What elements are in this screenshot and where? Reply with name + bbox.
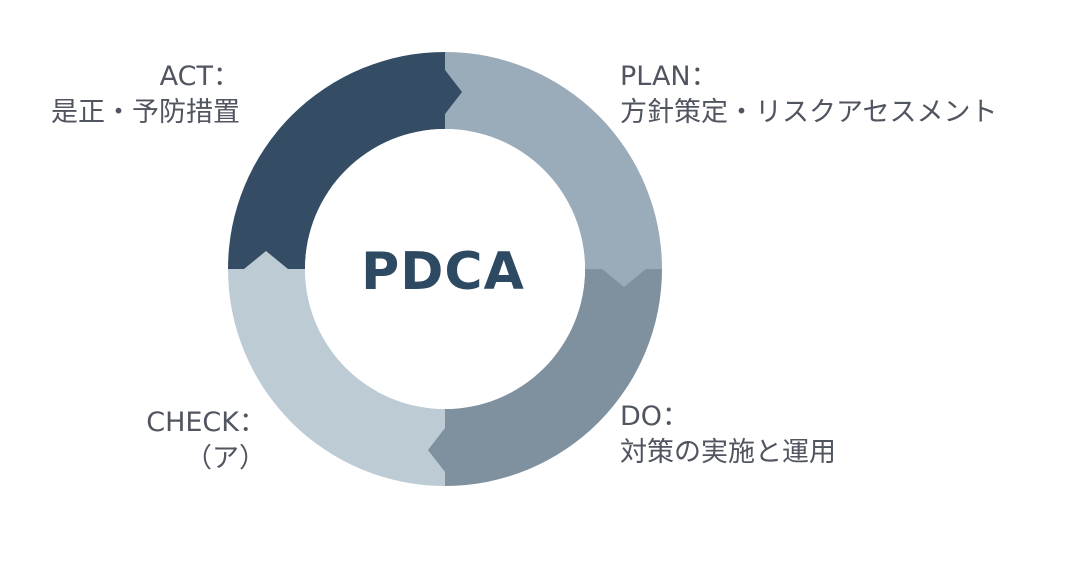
act-description: 是正・予防措置 bbox=[51, 97, 240, 128]
plan-description: 方針策定・リスクアセスメント bbox=[620, 97, 998, 128]
plan-label: PLAN： 方針策定・リスクアセスメント bbox=[620, 59, 997, 131]
plan-title: PLAN： bbox=[620, 61, 718, 92]
do-title: DO： bbox=[620, 401, 690, 432]
arrow-do-to-check bbox=[428, 428, 445, 472]
center-label: PDCA bbox=[361, 242, 525, 302]
ring-segment-do bbox=[445, 269, 662, 486]
check-title: CHECK： bbox=[146, 407, 266, 438]
arrow-check-to-act bbox=[244, 251, 288, 269]
check-description: （ア） bbox=[185, 443, 266, 474]
do-label: DO： 対策の実施と運用 bbox=[620, 399, 836, 471]
act-label: ACT： 是正・予防措置 bbox=[51, 59, 240, 131]
do-description: 対策の実施と運用 bbox=[620, 437, 836, 468]
check-label: CHECK： （ア） bbox=[146, 405, 266, 477]
ring-segment-plan bbox=[445, 52, 662, 269]
act-title: ACT： bbox=[159, 61, 240, 92]
ring-segment-act bbox=[228, 52, 445, 269]
ring-center-hole bbox=[305, 129, 585, 409]
ring-segment-check bbox=[228, 269, 445, 486]
arrow-plan-to-do bbox=[602, 269, 646, 287]
arrow-act-to-plan bbox=[445, 70, 462, 114]
